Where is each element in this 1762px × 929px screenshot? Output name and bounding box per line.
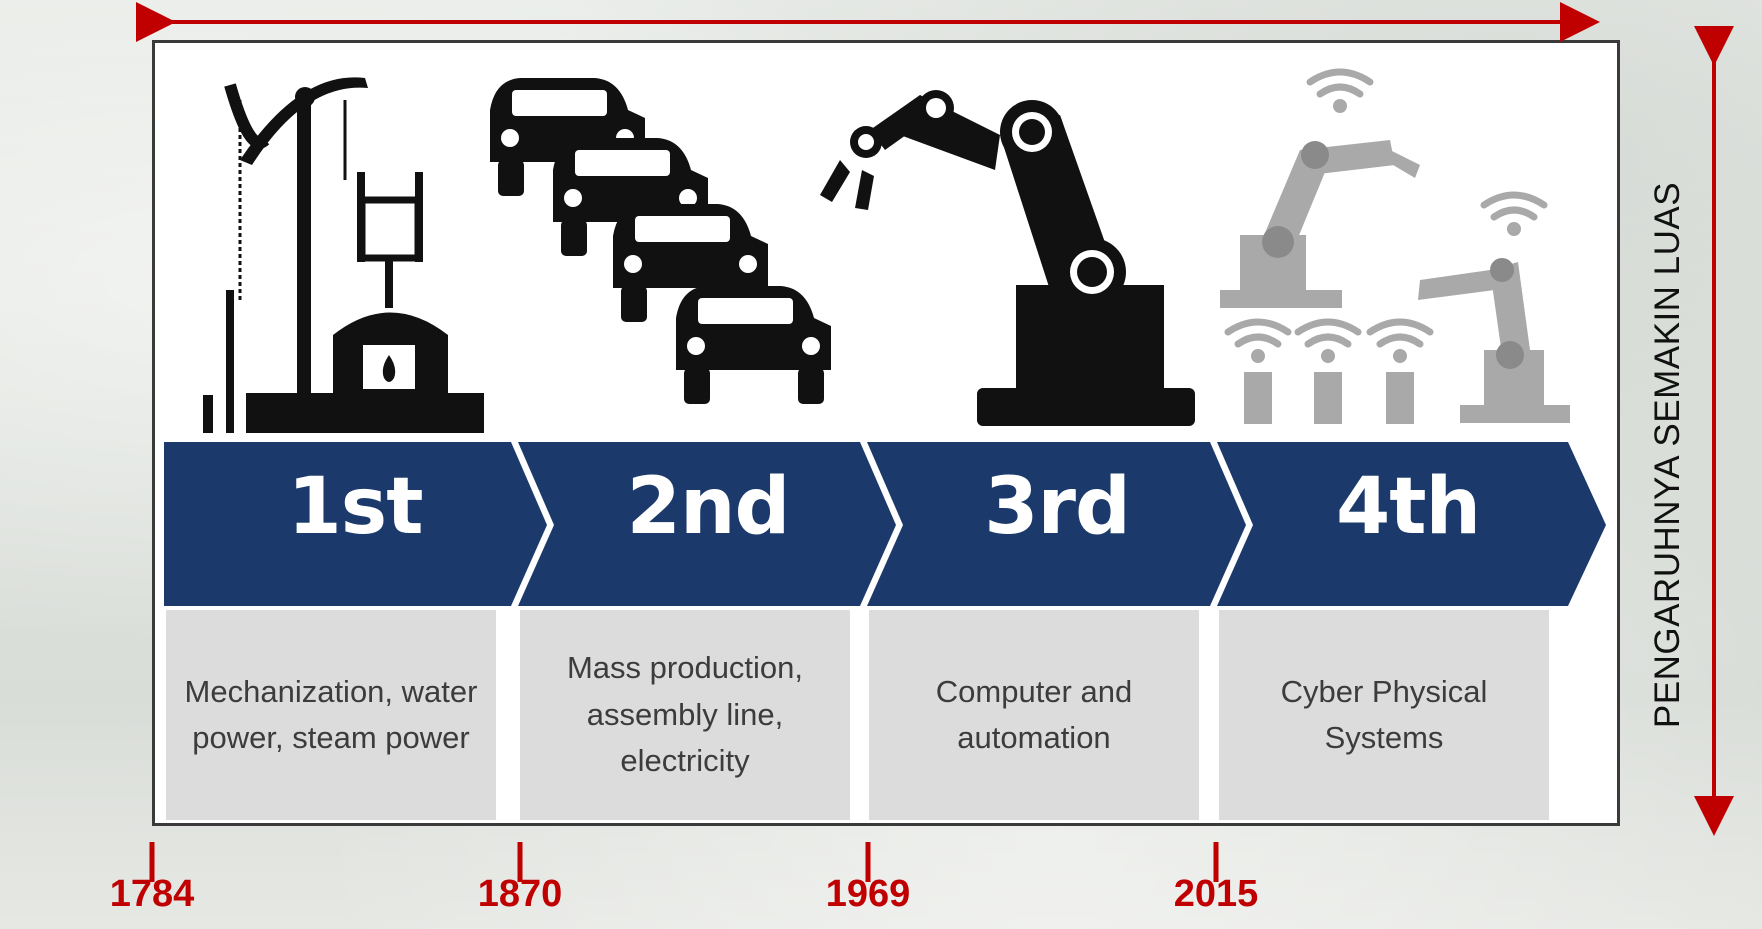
stage-description-2: Mass production, assembly line, electric…	[520, 610, 850, 820]
stage-description-4: Cyber Physical Systems	[1219, 610, 1549, 820]
year-label-1784: 1784	[109, 873, 195, 915]
chevron-1	[164, 442, 547, 606]
chevron-2	[518, 442, 896, 606]
robot-arm-icon	[820, 90, 1195, 426]
year-label-1969: 1969	[825, 873, 911, 915]
cyber-physical-icon	[1220, 68, 1570, 424]
year-ticks	[149, 842, 1219, 882]
wifi-icon	[1306, 68, 1374, 98]
car-assembly-icon	[490, 78, 831, 404]
year-label-1870: 1870	[477, 873, 563, 915]
chevron-3	[867, 442, 1246, 606]
year-label-2015: 2015	[1173, 873, 1259, 915]
stage-label-3: 3rd	[984, 462, 1131, 552]
stage-label-4: 4th	[1335, 462, 1481, 552]
stage-label-2: 2nd	[626, 462, 791, 552]
stage-label-1: 1st	[287, 462, 424, 552]
stage-chevrons	[164, 442, 1606, 606]
chevron-4	[1217, 442, 1606, 606]
steam-engine-icon	[203, 77, 484, 433]
influence-label: PENGARUHNYA SEMAKIN LUAS	[1648, 181, 1687, 729]
stage-description-1: Mechanization, water power, steam power	[166, 610, 496, 820]
stage-description-3: Computer and automation	[869, 610, 1199, 820]
